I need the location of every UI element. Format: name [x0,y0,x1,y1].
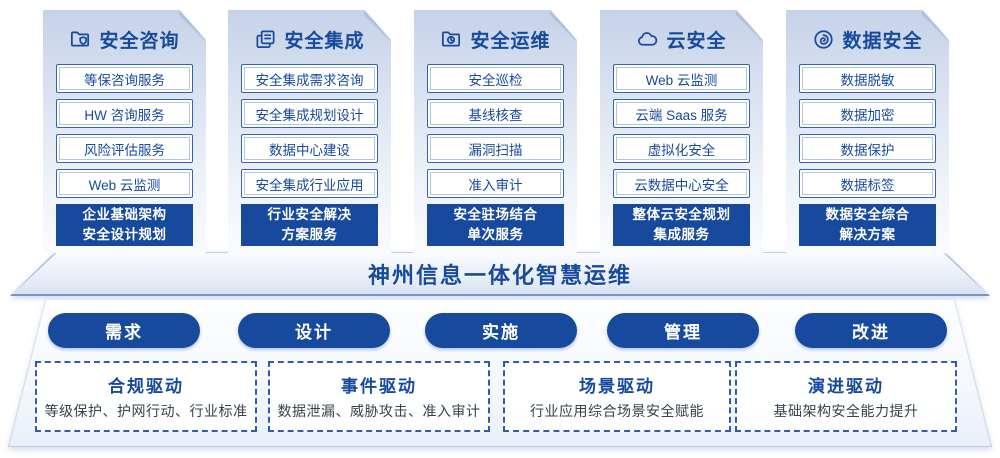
service-item: 准入审计 [427,169,564,198]
platform-banner: 神州信息一体化智慧运维 [10,252,990,296]
card-items: Web 云监测 云端 Saas 服务 虚拟化安全 云数据中心安全 [600,64,763,198]
driver-desc: 基础架构安全能力提升 [773,403,919,419]
highlight-line: 安全驻场结合 [453,207,538,223]
highlight-line: 方案服务 [281,227,338,242]
driver-desc: 等级保护、护网行动、行业标准 [44,403,248,419]
card-header: 安全集成 [228,25,391,53]
service-item: 风险评估服务 [56,134,193,163]
card-title: 云安全 [666,30,727,52]
phase-pill-improve: 改进 [795,313,947,348]
service-item: 数据脱敏 [799,64,936,93]
driver-box-evolution: 演进驱动 基础架构安全能力提升 [735,361,957,432]
highlight-service: 企业基础架构 安全设计规划 [56,204,193,246]
highlight-line: 行业安全解决 [267,207,352,223]
phase-pill-requirement: 需求 [48,313,200,348]
cloud-icon [636,28,659,51]
highlight-line: 安全设计规划 [82,227,167,242]
folder-shield-icon [69,28,92,51]
highlight-line: 数据安全综合 [825,207,910,223]
driver-box-scenario: 场景驱动 行业应用综合场景安全赋能 [503,361,731,432]
service-item: 数据中心建设 [241,134,378,163]
service-item: Web 云监测 [56,169,193,198]
highlight-service: 数据安全综合 解决方案 [799,204,936,246]
service-item: 数据标签 [799,169,936,198]
highlight-service: 整体云安全规划 集成服务 [613,204,750,246]
card-header: 云安全 [600,25,763,53]
card-security-consulting: 安全咨询 等保咨询服务 HW 咨询服务 风险评估服务 Web 云监测 企业基础架… [43,10,206,253]
phase-pill-design: 设计 [238,313,390,348]
card-items: 安全集成需求咨询 安全集成规划设计 数据中心建设 安全集成行业应用 [228,64,391,198]
card-data-security: 数据安全 数据脱敏 数据加密 数据保护 数据标签 数据安全综合 解决方案 [786,10,949,253]
driver-box-compliance: 合规驱动 等级保护、护网行动、行业标准 [35,361,257,432]
phase-pill-implement: 实施 [425,313,577,348]
service-item: 云数据中心安全 [613,169,750,198]
service-item: 安全巡检 [427,64,564,93]
service-item: 安全集成规划设计 [241,99,378,128]
service-item: 安全集成行业应用 [241,169,378,198]
phase-pill-manage: 管理 [607,313,759,348]
highlight-line: 集成服务 [653,227,710,242]
driver-title: 事件驱动 [341,377,417,396]
card-title: 安全集成 [284,30,365,52]
driver-box-incident: 事件驱动 数据泄漏、威胁攻击、准入审计 [268,361,490,432]
documents-icon [254,28,277,51]
card-security-operations: 安全运维 安全巡检 基线核查 漏洞扫描 准入审计 安全驻场结合 单次服务 [414,10,577,253]
highlight-line: 企业基础架构 [82,207,167,223]
highlight-line: 整体云安全规划 [632,207,731,223]
highlight-line: 解决方案 [839,227,896,242]
card-title: 数据安全 [842,30,923,52]
service-item: 数据保护 [799,134,936,163]
card-title: 安全运维 [470,30,551,52]
card-items: 安全巡检 基线核查 漏洞扫描 准入审计 [414,64,577,198]
driver-title: 场景驱动 [579,377,655,396]
data-swirl-icon [812,28,835,51]
service-item: 安全集成需求咨询 [241,64,378,93]
service-item: 基线核查 [427,99,564,128]
card-header: 安全咨询 [43,25,206,53]
driver-desc: 数据泄漏、威胁攻击、准入审计 [277,403,481,419]
service-item: 虚拟化安全 [613,134,750,163]
card-cloud-security: 云安全 Web 云监测 云端 Saas 服务 虚拟化安全 云数据中心安全 整体云… [600,10,763,253]
service-item: 等保咨询服务 [56,64,193,93]
folder-clock-icon [440,28,463,51]
card-security-integration: 安全集成 安全集成需求咨询 安全集成规划设计 数据中心建设 安全集成行业应用 行… [228,10,391,253]
card-title: 安全咨询 [99,30,180,52]
driver-desc: 行业应用综合场景安全赋能 [530,403,704,419]
service-item: HW 咨询服务 [56,99,193,128]
banner-fill [12,253,988,294]
service-item: 数据加密 [799,99,936,128]
service-item: 漏洞扫描 [427,134,564,163]
driver-title: 合规驱动 [108,377,184,396]
highlight-service: 行业安全解决 方案服务 [241,204,378,246]
banner-title: 神州信息一体化智慧运维 [367,263,632,288]
service-item: Web 云监测 [613,64,750,93]
highlight-line: 单次服务 [467,227,524,242]
card-items: 等保咨询服务 HW 咨询服务 风险评估服务 Web 云监测 [43,64,206,198]
card-header: 安全运维 [414,25,577,53]
card-header: 数据安全 [786,25,949,53]
driver-title: 演进驱动 [808,377,884,396]
service-item: 云端 Saas 服务 [613,99,750,128]
highlight-service: 安全驻场结合 单次服务 [427,204,564,246]
card-items: 数据脱敏 数据加密 数据保护 数据标签 [786,64,949,198]
